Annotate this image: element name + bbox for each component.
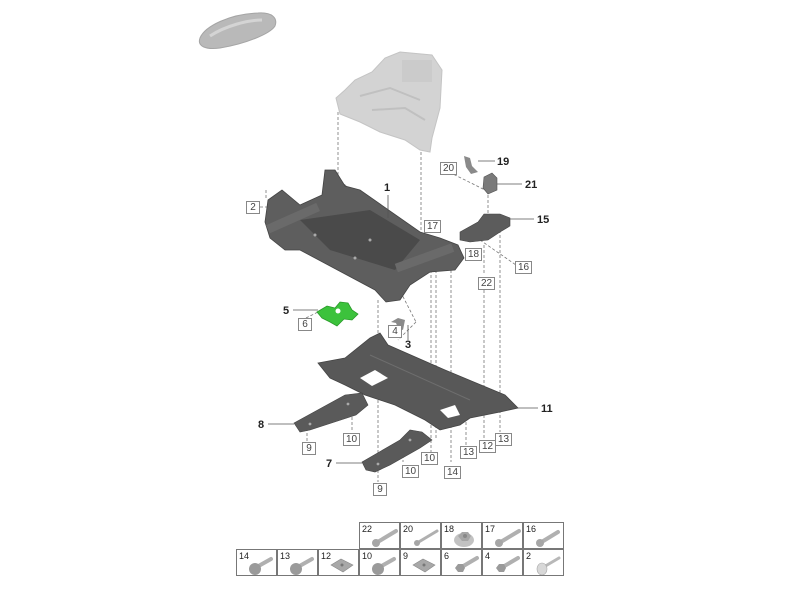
fastener-number: 18	[444, 524, 455, 534]
box-label-10[interactable]: 10	[421, 452, 439, 465]
callout-15: 15	[537, 214, 550, 226]
callout-21: 21	[525, 179, 538, 191]
fastener-cell[interactable]: 16	[523, 522, 564, 549]
car-silhouette-icon[interactable]	[198, 12, 277, 49]
bracket-part-15[interactable]	[459, 213, 511, 243]
clip-nut-icon	[330, 558, 354, 573]
electric-motor-ghost	[335, 51, 443, 153]
fastener-cell[interactable]: 17	[482, 522, 523, 549]
callout-1: 1	[384, 182, 391, 194]
flange-bolt-icon	[249, 557, 273, 575]
box-label-17[interactable]: 17	[424, 220, 442, 233]
fastener-number: 2	[526, 551, 532, 561]
fastener-number: 9	[403, 551, 409, 561]
thin-bolt-icon	[414, 529, 439, 546]
box-label-16[interactable]: 16	[515, 261, 533, 274]
subframe-part-1[interactable]	[264, 169, 465, 303]
fastener-number: 14	[239, 551, 250, 561]
reinforcement-plate-part-8[interactable]	[293, 392, 369, 433]
fastener-cell[interactable]: 14	[236, 549, 277, 576]
box-label-22[interactable]: 22	[478, 277, 496, 290]
fastener-cell[interactable]: 13	[277, 549, 318, 576]
callout-19: 19	[497, 156, 510, 168]
clip-nut-icon	[412, 558, 436, 573]
callout-11: 11	[541, 403, 553, 415]
box-label-2[interactable]: 2	[246, 201, 260, 214]
fastener-cell[interactable]: 9	[400, 549, 441, 576]
hex-bolt-icon	[455, 556, 479, 572]
fastener-cell[interactable]: 22	[359, 522, 400, 549]
mount-part-21[interactable]	[482, 172, 498, 195]
reinforcement-plate-part-7[interactable]	[361, 429, 433, 473]
highlighted-part-5[interactable]	[316, 301, 359, 327]
fastener-number: 4	[485, 551, 491, 561]
fastener-cell[interactable]: 18	[441, 522, 482, 549]
box-label-6[interactable]: 6	[298, 318, 312, 331]
callout-8: 8	[258, 419, 265, 431]
fastener-number: 10	[362, 551, 373, 561]
fastener-cell[interactable]: 10	[359, 549, 400, 576]
box-label-4[interactable]: 4	[388, 325, 402, 338]
bracket-part-19[interactable]	[464, 156, 478, 174]
callout-7: 7	[326, 458, 333, 470]
fastener-number: 22	[362, 524, 373, 534]
long-bolt-icon	[372, 529, 398, 547]
fastener-number: 20	[403, 524, 414, 534]
callout-5: 5	[283, 305, 290, 317]
callout-3: 3	[405, 339, 412, 351]
box-label-9[interactable]: 9	[373, 483, 387, 496]
short-bolt-icon	[536, 530, 560, 547]
box-label-9[interactable]: 9	[302, 442, 316, 455]
box-label-14[interactable]: 14	[444, 466, 462, 479]
box-label-10[interactable]: 10	[402, 465, 420, 478]
fastener-number: 16	[526, 524, 537, 534]
underbody-panel-part-11[interactable]	[317, 332, 519, 431]
fastener-number: 12	[321, 551, 332, 561]
fastener-number: 13	[280, 551, 291, 561]
long-bolt-icon	[495, 529, 521, 547]
fastener-cell[interactable]: 2	[523, 549, 564, 576]
flange-nut-icon	[454, 532, 474, 547]
fastener-cell[interactable]: 4	[482, 549, 523, 576]
fastener-number: 6	[444, 551, 450, 561]
fastener-cell[interactable]: 20	[400, 522, 441, 549]
fastener-number: 17	[485, 524, 496, 534]
box-label-10[interactable]: 10	[343, 433, 361, 446]
callout-leaders	[268, 160, 538, 464]
washer-bolt-icon	[536, 556, 561, 575]
fastener-cell[interactable]: 12	[318, 549, 359, 576]
fastener-cell[interactable]: 6	[441, 549, 482, 576]
box-label-12[interactable]: 12	[479, 440, 497, 453]
box-label-18[interactable]: 18	[465, 248, 483, 261]
flange-bolt-icon	[290, 557, 314, 575]
box-label-20[interactable]: 20	[440, 162, 458, 175]
box-label-13[interactable]: 13	[460, 446, 478, 459]
hex-bolt-icon	[496, 556, 520, 572]
flange-bolt-icon	[372, 557, 396, 575]
box-label-13[interactable]: 13	[495, 433, 513, 446]
